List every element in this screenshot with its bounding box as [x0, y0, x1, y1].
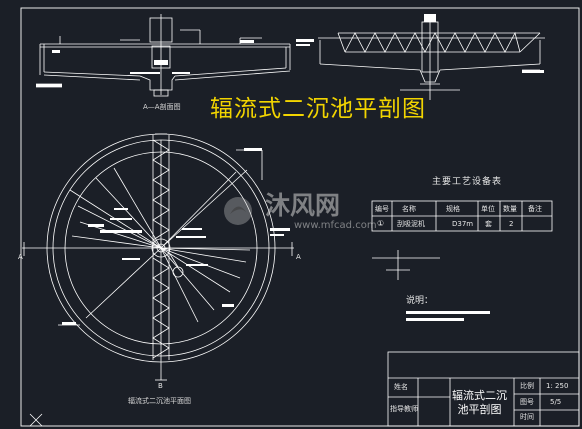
table-cell-spec: D37m: [452, 220, 474, 228]
table-header-no: 编号: [375, 205, 389, 213]
title-block-title-line2: 池平剖图: [457, 402, 502, 416]
title-block-drawing-title: 辐流式二沉 池平剖图: [452, 389, 507, 417]
section-view-right: [318, 14, 545, 100]
section-view-left-fills: [36, 40, 254, 87]
watermark-brand: 沐风网: [265, 191, 341, 220]
corner-mark: [29, 413, 43, 427]
watermark-logo: [224, 197, 252, 225]
notes-label: 说明：: [406, 296, 434, 306]
table-header-note: 备注: [528, 205, 542, 213]
table-header-name: 名称: [402, 205, 416, 213]
drawing-frame: [20, 7, 580, 427]
table-cell-no: ①: [377, 219, 385, 228]
equipment-table-title: 主要工艺设备表: [432, 177, 503, 187]
section-label: A—A剖面图: [143, 103, 181, 111]
title-block-scale-label: 比例: [520, 382, 534, 390]
section-view-right-fills: [296, 14, 544, 73]
title-block-sheet-label: 图号: [520, 398, 534, 406]
plan-label: 辐流式二沉池平面图: [128, 397, 191, 405]
section-marker-b: B: [158, 382, 163, 390]
notes-lines: [406, 311, 490, 321]
section-view-left: [36, 14, 291, 97]
table-cell-name: 刮吸泥机: [397, 220, 425, 228]
watermark-url: www.mfcad.com: [294, 220, 377, 231]
equipment-table-grid: [371, 200, 553, 232]
section-marker-a-right: A: [296, 253, 301, 261]
table-header-unit: 单位: [481, 205, 495, 213]
section-marker-a-left: A: [18, 253, 23, 261]
table-header-qty: 数量: [503, 205, 517, 213]
title-block-scale-value: 1: 250: [546, 382, 569, 390]
crosshair-mark: [372, 250, 440, 280]
title-block-time-label: 时间: [520, 413, 534, 421]
title-block-title-line1: 辐流式二沉: [452, 389, 507, 402]
title-block-sheet-value: 5/5: [550, 398, 562, 406]
title-block-name-label: 姓名: [394, 383, 408, 391]
table-header-spec: 规格: [446, 205, 460, 213]
drawing-title-banner: 辐流式二沉池平剖图: [210, 96, 426, 122]
plan-view: [22, 133, 294, 381]
table-cell-unit: 套: [485, 220, 492, 228]
plan-view-fills: [62, 148, 290, 325]
title-block-grid: [387, 351, 580, 427]
title-block-teacher-label: 指导教师: [390, 405, 418, 413]
table-cell-qty: 2: [509, 220, 514, 228]
